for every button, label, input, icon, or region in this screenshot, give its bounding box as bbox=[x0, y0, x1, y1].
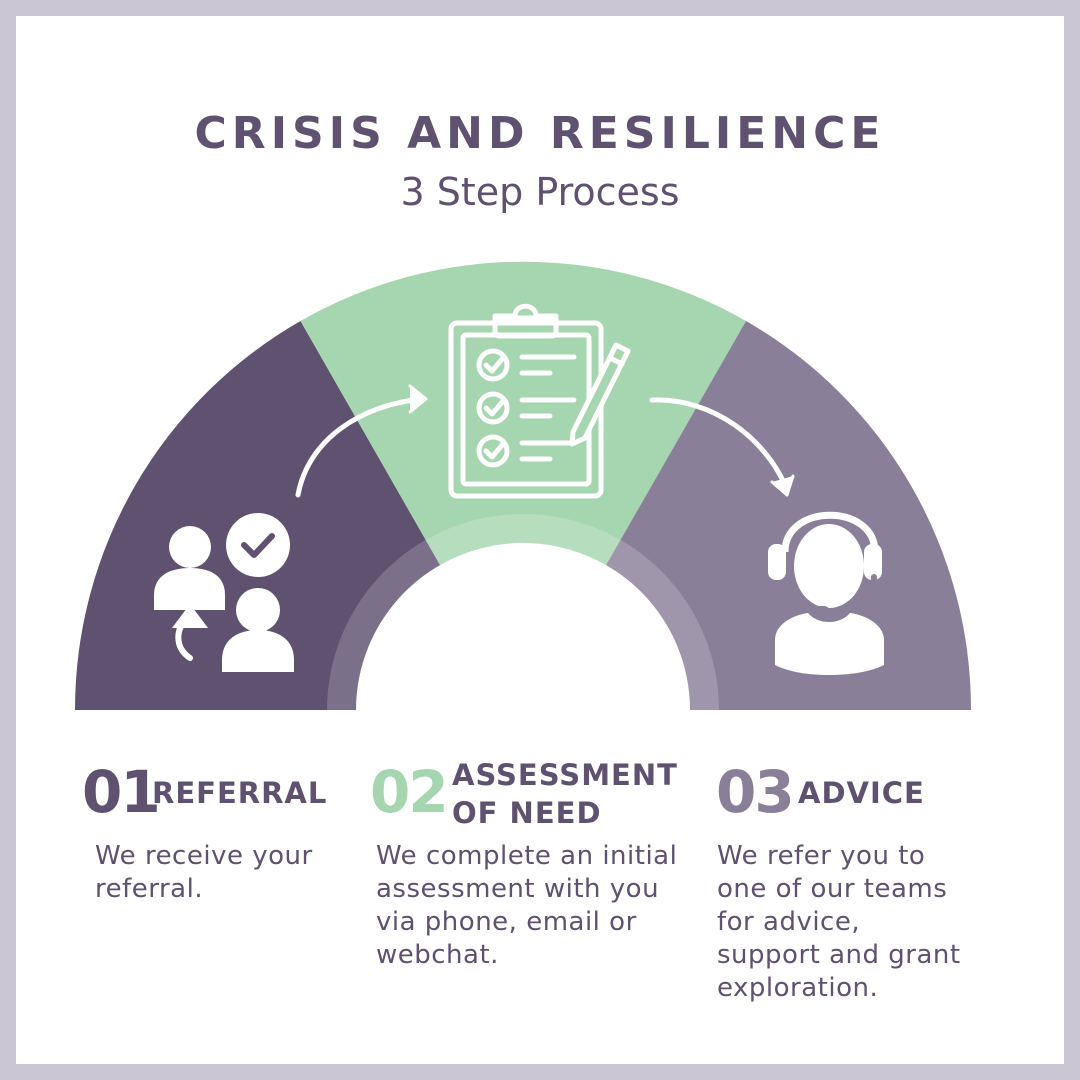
step-2-description: We complete an initial assessment with y… bbox=[376, 840, 696, 972]
step-1-description-line-1: We receive your bbox=[95, 841, 313, 871]
page-subtitle: 3 Step Process bbox=[400, 170, 680, 214]
step-3-description-line-1: We refer you to bbox=[717, 841, 926, 871]
step-2-heading-line-2: OF NEED bbox=[452, 796, 602, 830]
referral-people-icon bbox=[154, 513, 294, 672]
step-2-description-line-1: We complete an initial bbox=[376, 841, 678, 871]
step-2-description-line-4: webchat. bbox=[376, 940, 499, 970]
step-1-number: 01 bbox=[82, 758, 161, 826]
step-3-description-line-3: for advice, bbox=[717, 907, 861, 937]
step-2-heading-line-1: ASSESSMENT bbox=[452, 758, 678, 792]
step-2-number: 02 bbox=[370, 758, 449, 826]
step-3-description-line-5: exploration. bbox=[717, 973, 879, 1003]
headset-agent-icon bbox=[768, 511, 884, 675]
step-2-heading: ASSESSMENT OF NEED bbox=[452, 756, 678, 832]
step-3-heading-line-1: ADVICE bbox=[798, 776, 925, 810]
step-3-heading: ADVICE bbox=[798, 774, 925, 812]
clipboard-checklist-icon bbox=[448, 303, 631, 499]
arrow-1-to-2-icon bbox=[295, 384, 428, 498]
step-1-description: We receive your referral. bbox=[95, 840, 355, 906]
step-3-number: 03 bbox=[716, 758, 795, 826]
step-3-description-line-2: one of our teams bbox=[717, 874, 948, 904]
step-3-description: We refer you to one of our teams for adv… bbox=[717, 840, 1017, 1005]
page-title: CRISIS AND RESILIENCE bbox=[194, 108, 886, 159]
step-1-heading-line-1: REFERRAL bbox=[152, 776, 328, 810]
step-1-description-line-2: referral. bbox=[95, 874, 204, 904]
step-2-description-line-3: via phone, email or bbox=[376, 907, 637, 937]
center-hole bbox=[356, 543, 690, 710]
step-1-heading: REFERRAL bbox=[152, 774, 327, 812]
step-2-description-line-2: assessment with you bbox=[376, 874, 660, 904]
arrow-2-to-3-icon bbox=[649, 397, 795, 497]
step-3-description-line-4: support and grant bbox=[717, 940, 961, 970]
